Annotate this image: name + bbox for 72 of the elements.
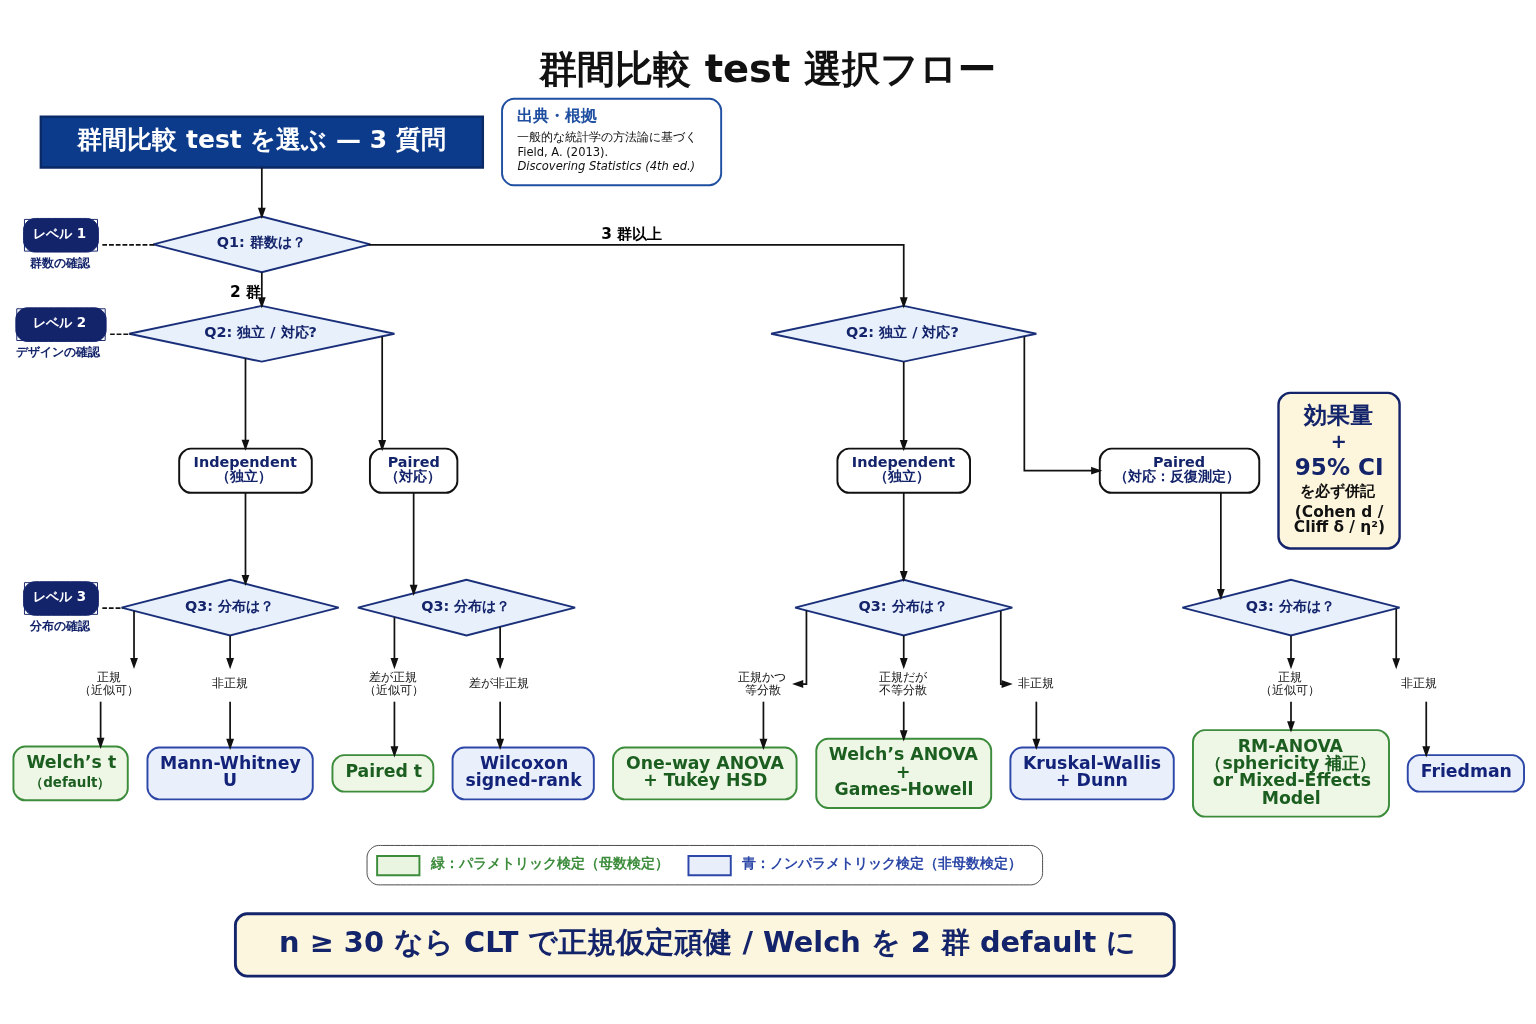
arrow [390, 615, 399, 669]
arrow [226, 700, 234, 750]
node-box: 群間比較 test を選ぶ — 3 質問 [39, 114, 485, 169]
node-text: 非正規 [1400, 674, 1437, 690]
arrow [257, 166, 266, 219]
node-box: Welch’s t （default） [12, 745, 129, 801]
arrow [496, 625, 505, 669]
node-diamond: Q3: 分布は？ [1181, 578, 1401, 636]
edge-label: 3 群以上 [601, 224, 663, 243]
arrow [390, 700, 399, 757]
arrow [409, 491, 418, 596]
node-text: 正規だが不等分散 [878, 668, 928, 697]
node-text: 非正規 [1018, 674, 1055, 690]
node-text: 差が正規（近似可） [363, 668, 424, 697]
arrow [1287, 634, 1295, 669]
node-diamond: Q1: 群数は？ [152, 215, 372, 273]
connector [101, 243, 156, 246]
node-diamond: Q2: 独立 / 対応? [128, 304, 396, 363]
arrow [1422, 700, 1431, 757]
arrow [378, 335, 387, 451]
node-box: One-way ANOVA + Tukey HSD [612, 746, 798, 800]
arrow [792, 609, 808, 688]
node-box: Independent （独立） [836, 447, 971, 494]
node-diamond: Q3: 分布は？ [794, 578, 1014, 636]
arrow [1023, 335, 1103, 475]
arrow [899, 360, 908, 451]
node-label: 群数の確認 [29, 254, 90, 270]
node-box: Paired t [331, 753, 435, 793]
arrow [1392, 607, 1401, 669]
connector [109, 332, 133, 335]
diagram-title: 群間比較 test 選択フロー [539, 45, 996, 91]
node-text: 非正規 [211, 674, 248, 690]
arrow [130, 609, 138, 669]
node-label: 分布の確認 [29, 617, 90, 633]
node-diamond: Q2: 独立 / 対応? [770, 304, 1038, 363]
node-box: 効果量 + 95% CI を必ず併記 (Cohen d / Cliff δ / η²) [1277, 391, 1401, 550]
arrow [96, 700, 105, 749]
node-label: デザインの確認 [15, 343, 100, 359]
node-diamond: Q3: 分布は？ [120, 578, 340, 636]
node-box: Friedman [1406, 753, 1525, 793]
arrow [899, 700, 908, 741]
node-text: 正規（近似可） [79, 668, 140, 697]
node-box: RM-ANOVA （sphericity 補正） or Mixed-Effects Model [1192, 728, 1390, 818]
edge-label: 2 群 [230, 282, 262, 301]
arrow [241, 491, 250, 586]
node-box: 出典・根拠 一般的な統計学の方法論に基づく Field, A. (2013). Discovering Statistics (4th ed.) [501, 97, 723, 186]
legend-label: 緑：パラメトリック検定（母数検定） [430, 854, 669, 871]
arrow [226, 634, 234, 669]
node-box: Independent （独立） [178, 447, 313, 494]
node-box: Mann-Whitney U [146, 746, 314, 800]
arrow [241, 356, 250, 451]
node-box: Paired （対応：反復測定） [1098, 447, 1261, 494]
legend-label: 青：ノンパラメトリック検定（非母数検定） [742, 854, 1023, 871]
arrow [1032, 700, 1041, 750]
arrow [496, 700, 505, 750]
arrow [899, 634, 908, 669]
node-box: Wilcoxon signed-rank [451, 746, 595, 800]
node-text: 正規かつ等分散 [738, 668, 787, 697]
node-box: Kruskal-Wallis + Dunn [1009, 746, 1175, 800]
node-box: Paired （対応） [368, 447, 459, 494]
node-text: 差が非正規 [469, 674, 530, 690]
arrow [257, 271, 266, 308]
node-text: 正規（近似可） [1260, 668, 1321, 697]
node-box: Welch’s ANOVA + Games-Howell [815, 737, 993, 809]
arrow [759, 700, 768, 750]
node-box: n ≥ 30 なら CLT で正規仮定頑健 / Welch を 2 群 default に [233, 911, 1176, 978]
arrow [899, 491, 908, 582]
arrow [1287, 700, 1295, 732]
node-diamond: Q3: 分布は？ [356, 578, 577, 636]
arrow [999, 609, 1013, 688]
arrow [1216, 491, 1225, 600]
arrow [367, 243, 908, 308]
